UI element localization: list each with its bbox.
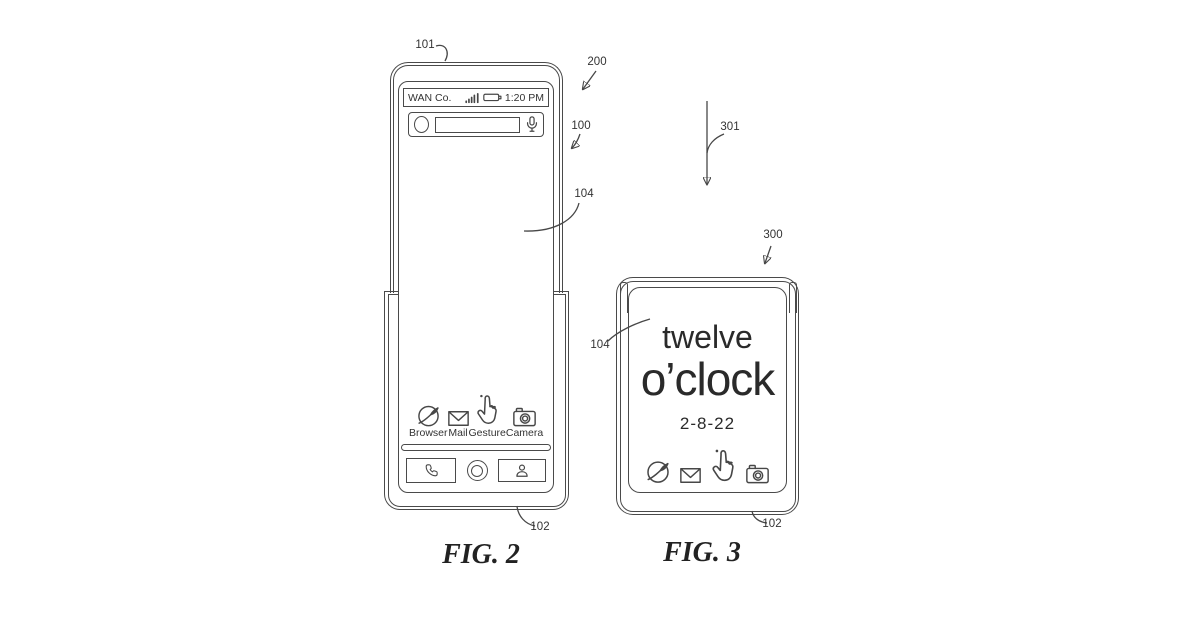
contacts-button — [498, 459, 546, 482]
fig3-left-rail — [620, 282, 628, 313]
ref-101: 101 — [415, 39, 435, 51]
gesture-hand-icon — [712, 449, 734, 482]
app-label: Browser — [409, 427, 448, 440]
app-gesture: Gesture — [469, 393, 506, 440]
home-button — [466, 460, 488, 481]
contacts-person-icon — [516, 464, 528, 477]
status-bar: WAN Co. 1:20 PM — [403, 88, 549, 107]
statusbar-clock-label: 1:20 PM — [504, 91, 544, 104]
search-bar — [408, 112, 544, 137]
ref-102-fig2: 102 — [530, 521, 550, 533]
fig2-upper-housing-inner-line — [393, 65, 560, 293]
home-divider-pill — [401, 444, 551, 451]
microphone-icon — [526, 116, 538, 132]
app-mail: Mail — [447, 410, 469, 440]
battery-icon — [483, 93, 502, 102]
app-label: Camera — [505, 427, 544, 440]
dock — [406, 458, 546, 483]
search-input — [435, 116, 520, 133]
fig2-upper-housing — [390, 62, 563, 293]
fig3-display: twelve o’clock 2-8-22 — [628, 287, 787, 493]
phone-handset-icon — [425, 464, 438, 477]
app-label: Mail — [448, 427, 468, 440]
browser-globe-icon — [417, 406, 439, 427]
carrier-label: WAN Co. — [408, 91, 452, 104]
clock-text-line1: twelve — [662, 319, 753, 355]
ref-100: 100 — [571, 120, 591, 132]
ref-300: 300 — [763, 229, 783, 241]
home-ring-icon — [471, 464, 483, 477]
fig2-display: WAN Co. 1:20 PM — [398, 81, 554, 493]
phone-button — [406, 458, 456, 483]
date-text: 2-8-22 — [679, 414, 736, 433]
fig3-caption: FIG. 3 — [663, 537, 741, 568]
ref-104-fig2: 104 — [574, 188, 594, 200]
browser-globe-icon — [647, 461, 669, 483]
mail-envelope-icon — [679, 468, 701, 483]
fig3-housing — [616, 277, 799, 515]
clock-text-line2: o’clock — [640, 353, 776, 405]
app-label: Gesture — [468, 427, 506, 440]
ref-200: 200 — [587, 56, 607, 68]
fig3-housing-inner-line — [619, 280, 796, 512]
app-camera: Camera — [506, 407, 543, 440]
fig2-caption: FIG. 2 — [442, 539, 520, 570]
camera-icon — [513, 408, 536, 427]
fig3-right-rail — [789, 282, 797, 313]
signal-icon — [465, 92, 479, 103]
mail-envelope-icon — [447, 411, 469, 427]
ref-301: 301 — [720, 121, 740, 133]
fig2-app-row: Browser Mail Gesture — [399, 393, 553, 440]
camera-icon — [746, 464, 769, 484]
ref-104-fig3: 104 — [590, 339, 610, 351]
app-browser: Browser — [409, 404, 448, 440]
gesture-hand-icon — [477, 395, 498, 425]
ref-102-fig3: 102 — [762, 518, 782, 530]
fig3-app-row — [629, 448, 786, 484]
search-lens-icon — [414, 116, 429, 133]
